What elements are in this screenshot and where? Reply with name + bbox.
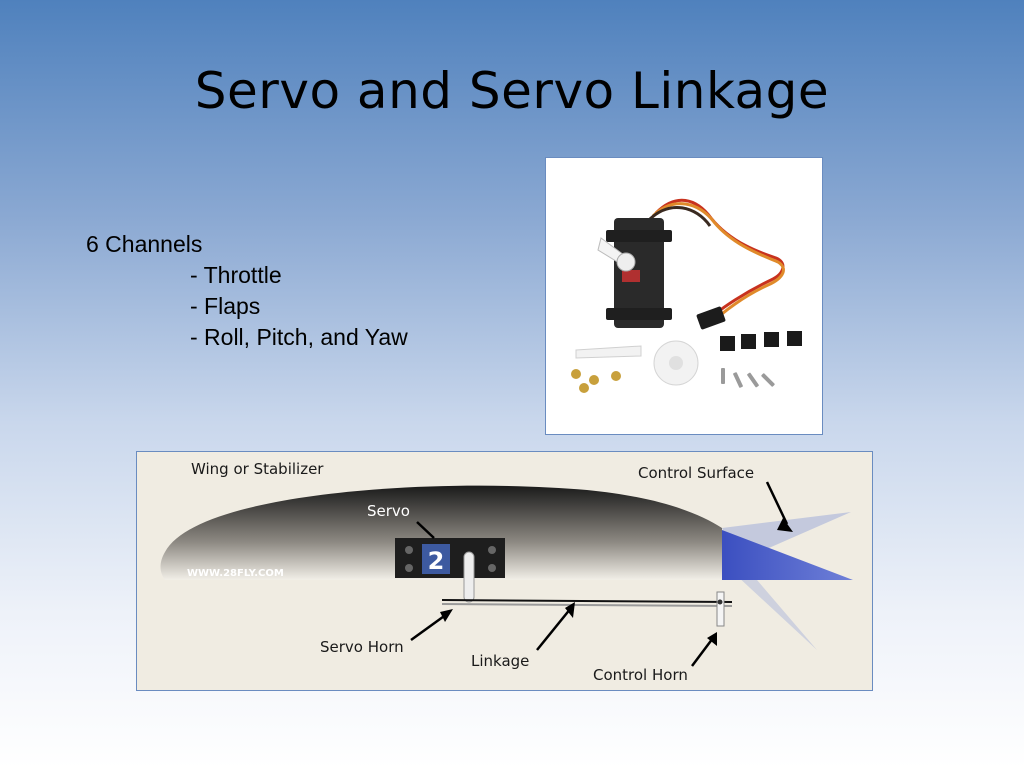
servo-cable-orange — [651, 202, 785, 324]
control-surface — [722, 530, 853, 580]
brass-eyelet — [571, 369, 581, 379]
arm-horn — [575, 345, 642, 359]
servo-horn — [463, 551, 475, 603]
linkage-rod-shadow — [441, 603, 733, 607]
label-servo-horn: Servo Horn — [320, 638, 404, 656]
grommet — [787, 331, 802, 346]
servo-screw — [488, 546, 496, 554]
screws — [721, 368, 775, 388]
label-servo: Servo — [367, 502, 410, 520]
control-horn-arrow — [691, 637, 714, 667]
control-surface-arrow-head — [777, 518, 793, 532]
round-horn-center — [669, 356, 683, 370]
bullet-heading: 6 Channels — [86, 231, 203, 257]
label-wing: Wing or Stabilizer — [191, 460, 324, 478]
label-linkage: Linkage — [471, 652, 529, 670]
servo-horn-arrow — [410, 612, 448, 642]
control-surface-arrow — [765, 481, 789, 525]
grommet — [764, 332, 779, 347]
servo-badge — [422, 544, 450, 574]
bullet-item-throttle: - Throttle — [190, 262, 282, 288]
linkage-diagram: 2 Wing or Stabilizer Control Surface Ser — [136, 451, 873, 691]
linkage-diagram-svg: 2 Wing or Stabilizer Control Surface Ser — [160, 460, 853, 684]
servo-screw — [405, 564, 413, 572]
bullet-item-flaps: - Flaps — [190, 293, 261, 319]
servo-horn-hub — [616, 252, 636, 272]
control-horn-arrow-head — [707, 632, 717, 646]
bullet-item-roll-pitch-yaw: - Roll, Pitch, and Yaw — [190, 324, 408, 350]
servo-mount-tab-top — [606, 230, 672, 242]
linkage-arrow-head — [565, 602, 575, 618]
grommet — [741, 334, 756, 349]
brass-eyelet — [611, 371, 621, 381]
bullet-list: 6 Channels - Throttle - Flaps - Roll, Pi… — [86, 229, 408, 353]
servo-photo-illustration — [571, 198, 802, 393]
servo-cable-red — [654, 198, 785, 320]
control-surface-ghost-down — [722, 562, 817, 650]
servo-label — [622, 270, 640, 282]
servo-cable-brown — [648, 206, 712, 227]
brass-eyelet — [589, 375, 599, 385]
linkage-rod — [441, 599, 733, 603]
servo-mount-tab-bottom — [606, 308, 672, 320]
servo-photo — [545, 157, 823, 435]
control-horn-hole — [717, 599, 723, 605]
servo-horn-arrow-head — [440, 609, 453, 622]
grommet — [720, 336, 735, 351]
servo-badge-number: 2 — [428, 547, 445, 575]
servo-screw — [405, 546, 413, 554]
linkage-arrow — [536, 607, 572, 651]
label-control-horn: Control Horn — [593, 666, 688, 684]
label-control-surface: Control Surface — [638, 464, 754, 482]
control-horn — [716, 591, 725, 627]
brass-eyelet — [579, 383, 589, 393]
servo-connector — [696, 306, 726, 330]
servo-arrow — [416, 521, 435, 539]
servo-screw — [488, 564, 496, 572]
slide-title: Servo and Servo Linkage — [194, 62, 830, 120]
wing-body — [160, 485, 722, 580]
label-watermark: WWW.28FLY.COM — [187, 568, 284, 579]
